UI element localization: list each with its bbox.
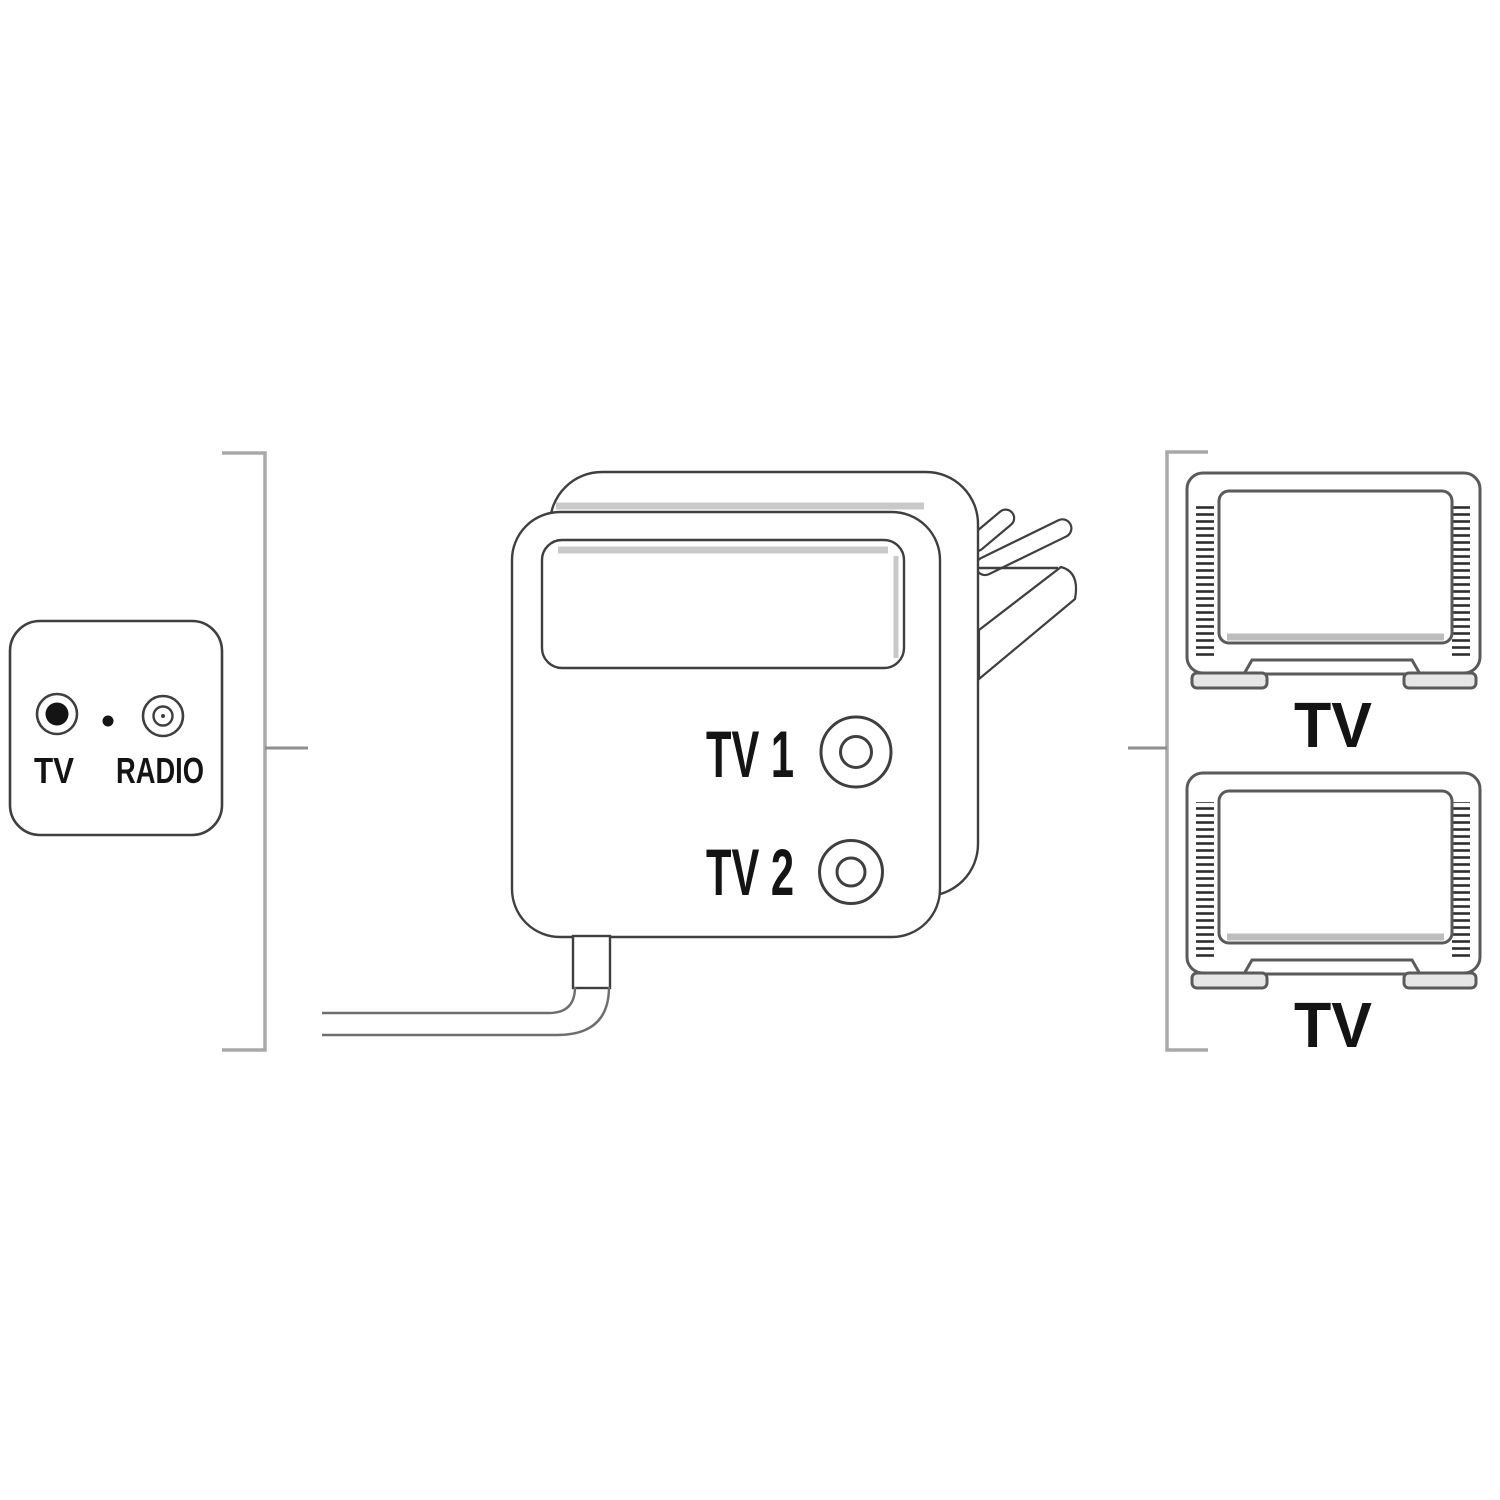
tv2-speaker-right-icon (1452, 802, 1470, 958)
splitter-tv2-port-icon (818, 839, 884, 905)
tv2-foot-left (1190, 971, 1269, 990)
splitter-back-cable-flat-icon (977, 565, 1078, 682)
tv1-speaker-left-icon (1196, 502, 1214, 658)
splitter-input-cable-icon (322, 934, 612, 1037)
socket-screw-dot-icon (102, 715, 114, 727)
wall-socket: TV RADIO (8, 619, 224, 837)
bracket-right (1128, 450, 1208, 1052)
wall-socket-plate (8, 619, 224, 837)
socket-radio-connector-icon (141, 694, 185, 738)
splitter-tv1-label: TV 1 (706, 717, 794, 791)
socket-radio-label: RADIO (116, 750, 204, 791)
tv1-foot-right (1402, 671, 1478, 690)
socket-tv-label: TV (34, 750, 74, 791)
tv2-speaker-left-icon (1196, 802, 1214, 958)
bracket-left (222, 451, 308, 1052)
tv1-stand-bar (1241, 658, 1423, 676)
bracket-right-line (1165, 450, 1208, 1052)
tv2-foot-right (1402, 971, 1478, 990)
tv2-screen (1217, 789, 1454, 945)
tv2-stand-bar (1241, 958, 1423, 976)
cable-outer-edge (322, 986, 611, 1037)
tv1-screen (1217, 489, 1454, 645)
cable-inner-edge (322, 986, 577, 1015)
tv-set-2: TV (1185, 771, 1482, 1061)
cable-connector-plug (571, 934, 612, 990)
tv1-speaker-right-icon (1452, 502, 1470, 658)
splitter-label-window (540, 538, 906, 670)
tv1-label: TV (1294, 689, 1372, 761)
tv1-foot-left (1190, 671, 1269, 690)
splitter-tv2-label: TV 2 (706, 835, 794, 909)
socket-tv-connector-icon (35, 692, 79, 736)
tv2-label: TV (1294, 989, 1372, 1061)
splitter: TV 1 TV 2 (322, 470, 1078, 1037)
bracket-left-line (222, 451, 267, 1052)
splitter-tv1-port-icon (819, 715, 893, 789)
tv-set-1: TV (1185, 471, 1482, 761)
